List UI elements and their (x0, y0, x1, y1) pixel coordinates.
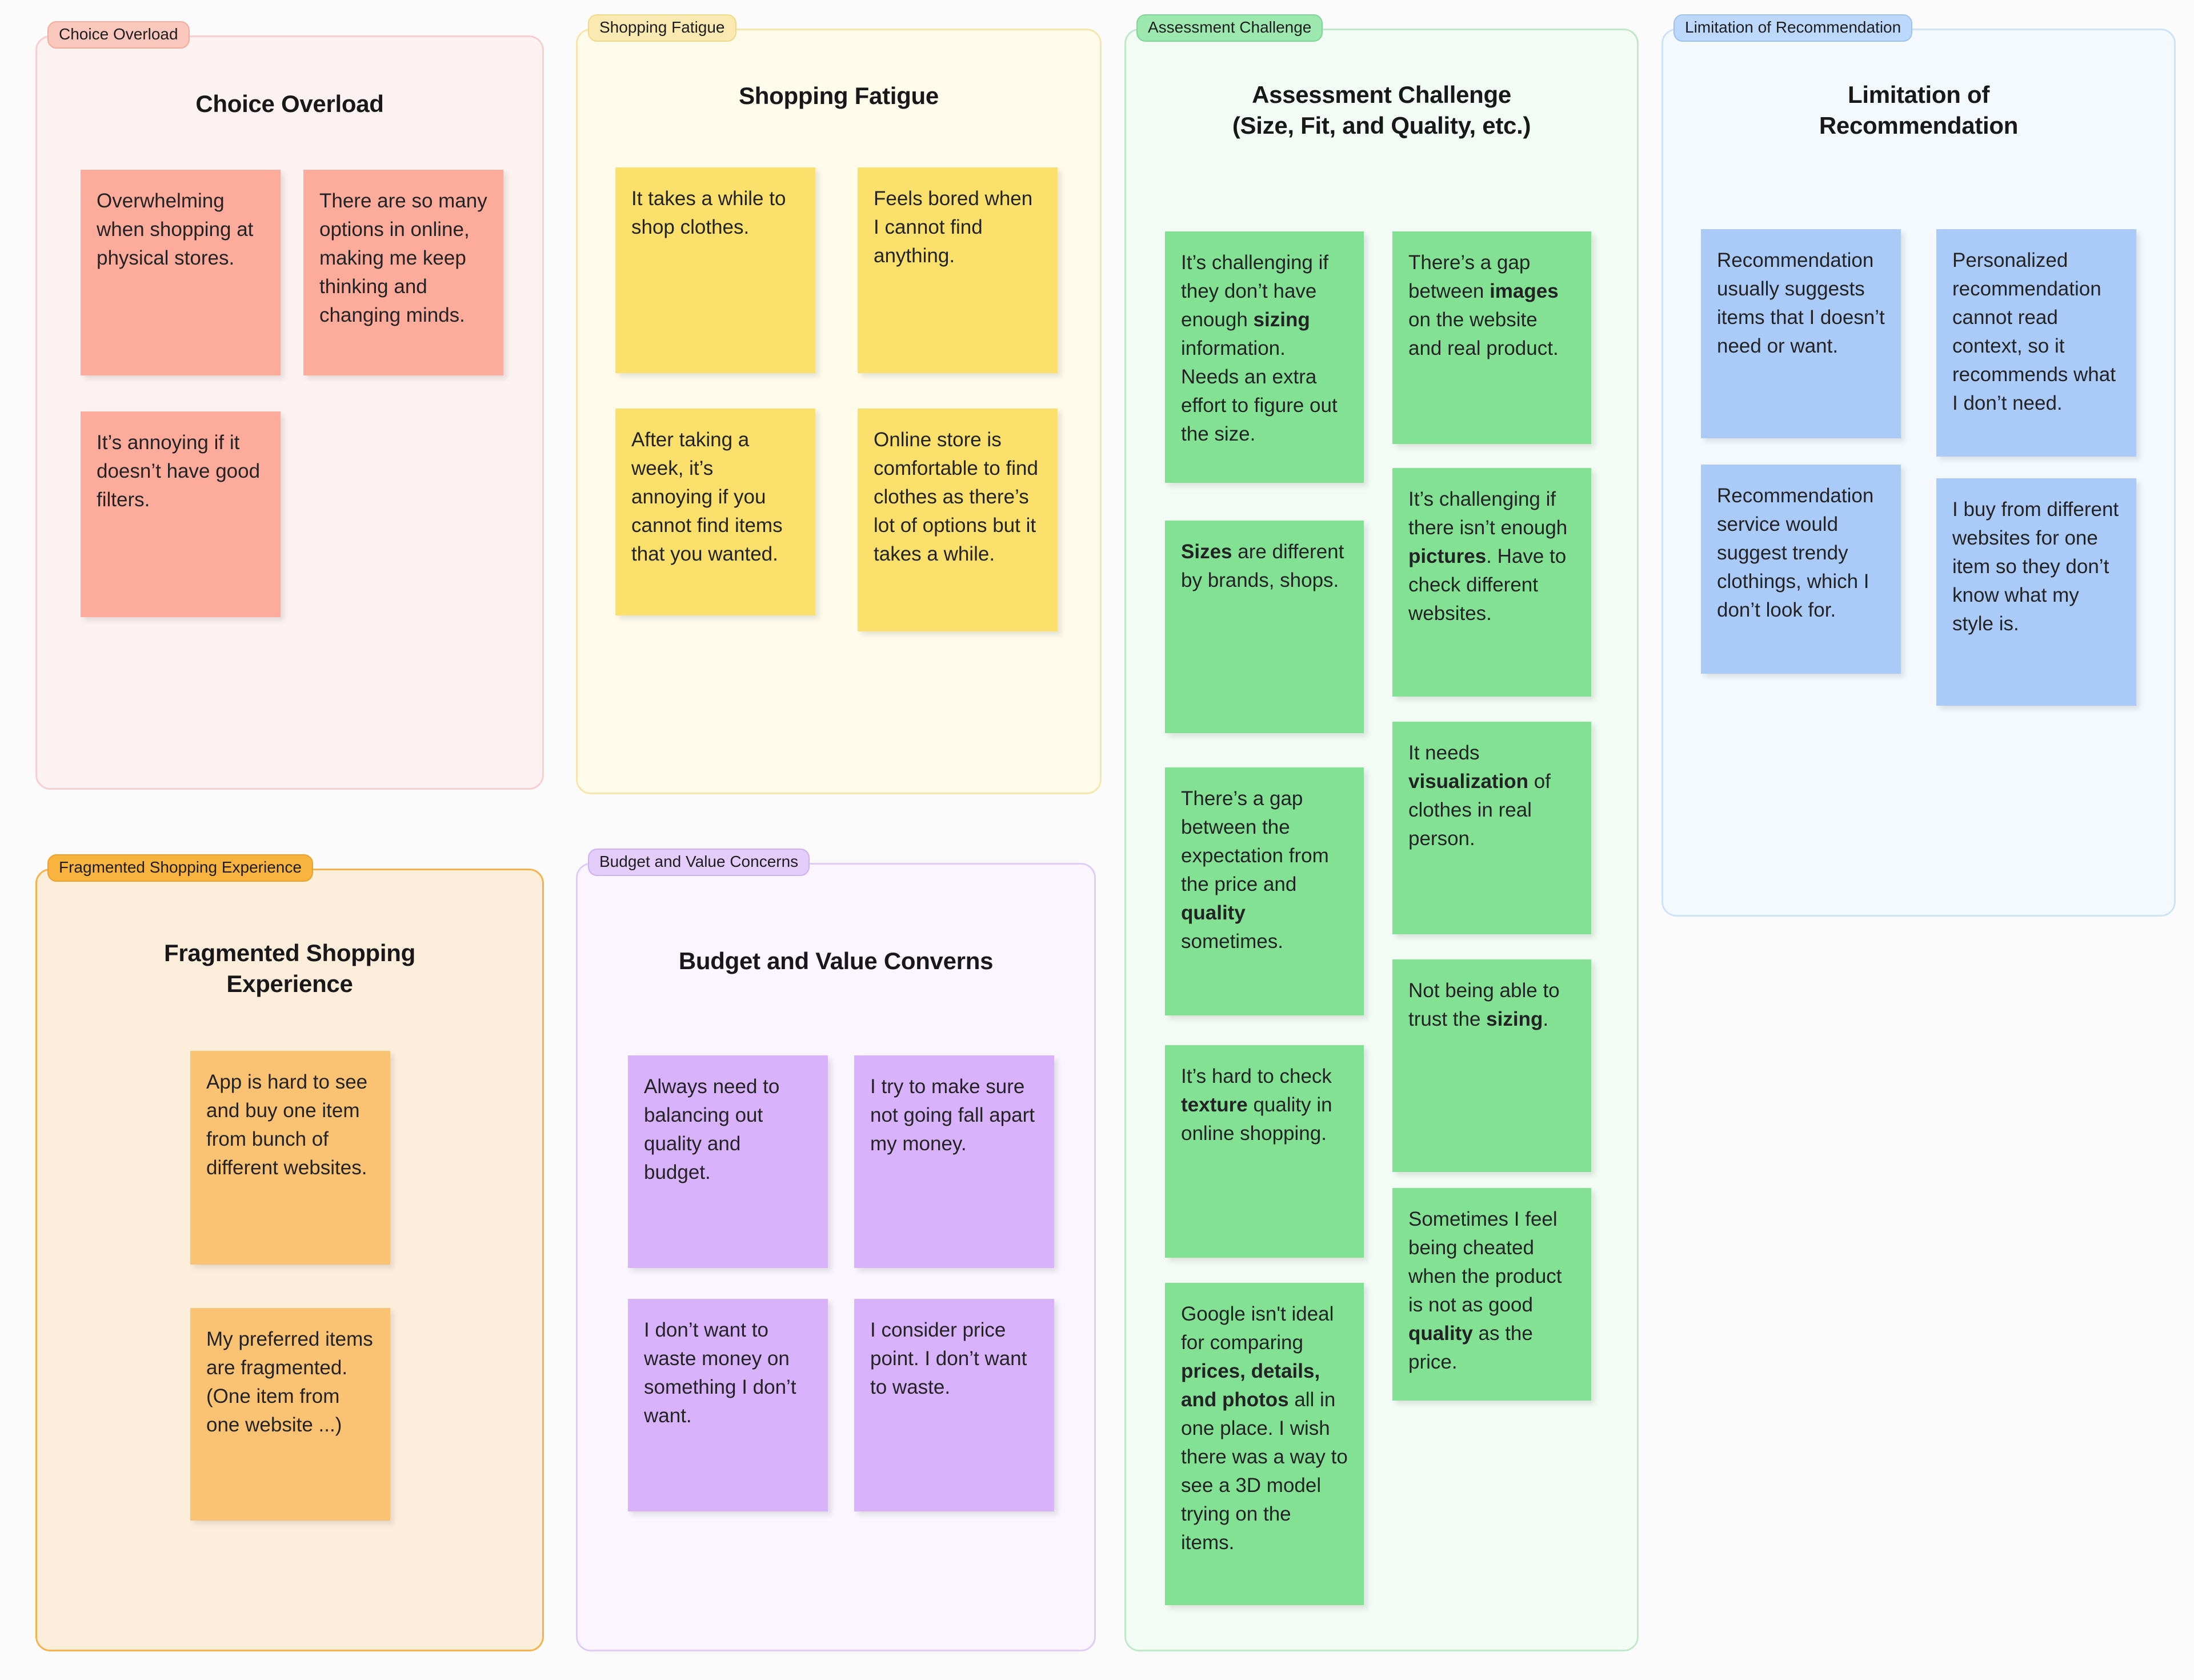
panel-assessment-challenge[interactable]: Assessment Challenge Assessment Challeng… (1124, 14, 1639, 1651)
sticky-note[interactable]: It’s challenging if there isn’t enough p… (1392, 468, 1591, 697)
panel-title-line-2: Experience (226, 970, 353, 997)
sticky-note[interactable]: There’s a gap between images on the webs… (1392, 231, 1591, 444)
panel-title-line-1: Assessment Challenge (1252, 81, 1511, 108)
sticky-note[interactable]: It needs visualization of clothes in rea… (1392, 722, 1591, 934)
sticky-note[interactable]: I buy from different websites for one it… (1936, 478, 2136, 706)
sticky-note[interactable]: Online store is comfortable to find clot… (858, 409, 1058, 631)
sticky-note[interactable]: Not being able to trust the sizing. (1392, 959, 1591, 1172)
panel-title-choice-overload: Choice Overload (195, 90, 384, 117)
panel-title-line-1: Fragmented Shopping (164, 939, 415, 966)
panel-badge-budget-and-value-concerns[interactable]: Budget and Value Concerns (588, 849, 810, 876)
sticky-note[interactable]: App is hard to see and buy one item from… (190, 1051, 390, 1265)
sticky-note[interactable]: I try to make sure not going fall apart … (854, 1055, 1054, 1268)
sticky-note[interactable]: After taking a week, it’s annoying if yo… (615, 409, 815, 615)
sticky-note[interactable]: Sometimes I feel being cheated when the … (1392, 1188, 1591, 1401)
panel-title-budget-and-value-concerns: Budget and Value Converns (678, 947, 994, 974)
panel-fragmented-shopping-experience[interactable]: Fragmented Shopping Experience Fragmente… (35, 854, 544, 1651)
sticky-note[interactable]: Recommendation usually suggests items th… (1701, 229, 1901, 438)
sticky-note[interactable]: My preferred items are fragmented. (One … (190, 1308, 390, 1521)
panel-title-line-2: Recommendation (1819, 111, 2019, 139)
panel-title-fragmented-shopping-experience: Fragmented Shopping Experience (37, 938, 542, 999)
sticky-note[interactable]: There are so many options in online, mak… (303, 170, 503, 375)
panel-budget-and-value-concerns[interactable]: Budget and Value Concerns Budget and Val… (576, 849, 1096, 1651)
sticky-note[interactable]: Feels bored when I cannot find anything. (858, 167, 1058, 373)
sticky-note[interactable]: Sizes are different by brands, shops. (1165, 521, 1364, 733)
sticky-note[interactable]: It’s hard to check texture quality in on… (1165, 1045, 1364, 1258)
sticky-note[interactable]: There’s a gap between the expectation fr… (1165, 767, 1364, 1015)
sticky-note[interactable]: It’s annoying if it doesn’t have good fi… (81, 411, 281, 617)
sticky-note[interactable]: It’s challenging if they don’t have enou… (1165, 231, 1364, 483)
panel-badge-choice-overload[interactable]: Choice Overload (47, 21, 190, 49)
panel-title-limitation-of-recommendation: Limitation of Recommendation (1663, 79, 2174, 141)
panel-title-shopping-fatigue: Shopping Fatigue (739, 82, 939, 109)
sticky-note[interactable]: Recommendation service would suggest tre… (1701, 465, 1901, 674)
sticky-note[interactable]: It takes a while to shop clothes. (615, 167, 815, 373)
panel-badge-fragmented-shopping-experience[interactable]: Fragmented Shopping Experience (47, 854, 313, 882)
sticky-note[interactable]: I don’t want to waste money on something… (628, 1299, 828, 1511)
sticky-note[interactable]: Overwhelming when shopping at physical s… (81, 170, 281, 375)
sticky-note[interactable]: Google isn't ideal for comparing prices,… (1165, 1283, 1364, 1605)
panel-title-assessment-challenge: Assessment Challenge (Size, Fit, and Qua… (1126, 79, 1637, 141)
panel-choice-overload[interactable]: Choice Overload Choice Overload Overwhel… (35, 21, 544, 790)
sticky-note[interactable]: Always need to balancing out quality and… (628, 1055, 828, 1268)
sticky-note[interactable]: I consider price point. I don’t want to … (854, 1299, 1054, 1511)
panel-title-line-1: Limitation of (1847, 81, 1990, 108)
panel-badge-limitation-of-recommendation[interactable]: Limitation of Recommendation (1673, 14, 1913, 42)
panel-title-line-2: (Size, Fit, and Quality, etc.) (1232, 111, 1531, 139)
panel-badge-shopping-fatigue[interactable]: Shopping Fatigue (588, 14, 736, 42)
panel-shopping-fatigue[interactable]: Shopping Fatigue Shopping Fatigue It tak… (576, 14, 1102, 794)
panel-badge-assessment-challenge[interactable]: Assessment Challenge (1136, 14, 1323, 42)
sticky-note[interactable]: Personalized recommendation cannot read … (1936, 229, 2136, 457)
panel-limitation-of-recommendation[interactable]: Limitation of Recommendation Limitation … (1661, 14, 2176, 917)
